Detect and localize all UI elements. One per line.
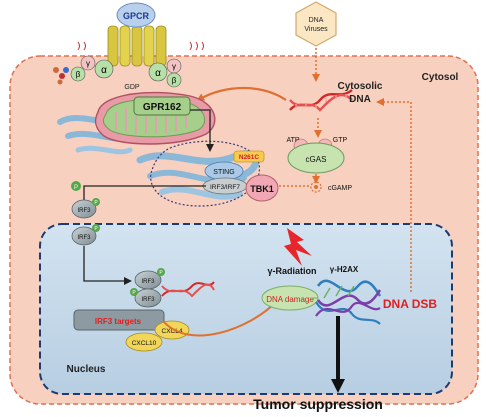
- phospho-label: P: [74, 185, 78, 191]
- irf3-nuclear-1-label: IRF3: [141, 279, 155, 285]
- phospho-label: P: [132, 290, 136, 296]
- phospho-label: P: [94, 200, 98, 206]
- phospho-badge: [71, 181, 81, 191]
- phospho-badge: [157, 268, 165, 276]
- dsb-to-cytosolic-dna-arrow: [376, 98, 412, 292]
- gdp-label: GDP: [124, 84, 140, 91]
- dna-viruses-line2: Viruses: [304, 26, 328, 33]
- irf3-irf7-label: IRF3/IRF7: [210, 184, 240, 191]
- cytosolic-dna-helix: [289, 89, 353, 112]
- gpr162-badge: [133, 96, 191, 116]
- irf3-release-arrow: [83, 185, 206, 200]
- gamma-radiation-label: γ-Radiation: [267, 266, 316, 276]
- alpha-right: α: [155, 68, 161, 79]
- cytosol-label: Cytosol: [422, 72, 459, 83]
- g-protein-right: [148, 58, 182, 88]
- gpr162-to-sting-link: [190, 109, 214, 152]
- irf3-nuclear-2: [134, 288, 162, 308]
- targets-to-dna-damage-arrow: [163, 300, 278, 337]
- irf3-cytosol-2: [71, 226, 97, 246]
- cxcl10-label: CXCL10: [132, 340, 157, 347]
- cgas-protein: [287, 142, 345, 174]
- dna-dsb-label: DNA DSB: [383, 297, 438, 311]
- cxcl4-chemokine: [154, 320, 190, 340]
- beta-right: β: [172, 76, 177, 85]
- cgas-label: cGAS: [306, 155, 327, 164]
- irf3-cytosol-1: [71, 199, 97, 219]
- cytosolic-dna-line2: DNA: [349, 94, 371, 105]
- chromatin-dsb-helix: [315, 279, 382, 325]
- tbk1-label: TBK1: [250, 184, 274, 194]
- er-membrane-outline: [150, 140, 260, 207]
- n261c-label: N261C: [239, 154, 260, 161]
- membrane-lipid: [77, 41, 204, 51]
- irf3-cytosol-2-label: IRF3: [77, 235, 91, 241]
- beta-left: β: [76, 70, 81, 79]
- cytosolic-dna-line1: Cytosolic: [337, 81, 382, 92]
- phospho-label: P: [159, 270, 163, 276]
- small-molecules: [53, 67, 69, 85]
- nucleus-label: Nucleus: [67, 364, 106, 375]
- gtp-label: GTP: [333, 137, 348, 144]
- sting-label: STING: [213, 169, 234, 176]
- irf3-targets-box: [73, 309, 165, 331]
- nucleus: [39, 223, 453, 395]
- tbk1-protein: [245, 174, 279, 202]
- atp-label: ATP: [286, 137, 299, 144]
- cgamp-molecule: [310, 181, 322, 193]
- g-protein-left: [70, 55, 114, 82]
- dna-to-gpr162-arrow: [196, 86, 287, 101]
- gpcr-receptor: [107, 25, 167, 67]
- phospho-badge: [130, 288, 138, 296]
- tumor-suppression-label: Tumor suppression: [253, 396, 383, 412]
- gamma-h2ax-label: γ-H2AX: [330, 265, 359, 274]
- irf3-targets-label: IRF3 targets: [95, 317, 142, 326]
- dna-virus-icon: [295, 1, 337, 47]
- radiation-lightning-icon: [284, 228, 312, 266]
- nuclear-dna-helix: [161, 281, 215, 298]
- irf3-to-nucleus-arrow: [83, 246, 132, 285]
- phospho-label: P: [94, 226, 98, 232]
- dna-viruses-line1: DNA: [309, 17, 324, 24]
- gamma-left: γ: [86, 59, 90, 68]
- irf3-nuclear-2-label: IRF3: [141, 297, 155, 303]
- gpcr-label: GPCR: [123, 11, 150, 21]
- gamma-right: γ: [172, 62, 176, 71]
- cxcl4-label: CXCL4: [162, 328, 183, 335]
- phospho-badge: [92, 224, 100, 232]
- cgamp-label: cGAMP: [328, 185, 352, 192]
- cxcl10-chemokine: [125, 332, 163, 352]
- irf3-cytosol-1-label: IRF3: [77, 208, 91, 214]
- n261c-badge: [233, 150, 265, 163]
- alpha-left: α: [101, 65, 107, 76]
- gpr162-label: GPR162: [143, 102, 182, 113]
- phospho-badge: [92, 198, 100, 206]
- dna-damage-label: DNA damage: [266, 295, 314, 304]
- gpcr-ligand: [116, 2, 156, 28]
